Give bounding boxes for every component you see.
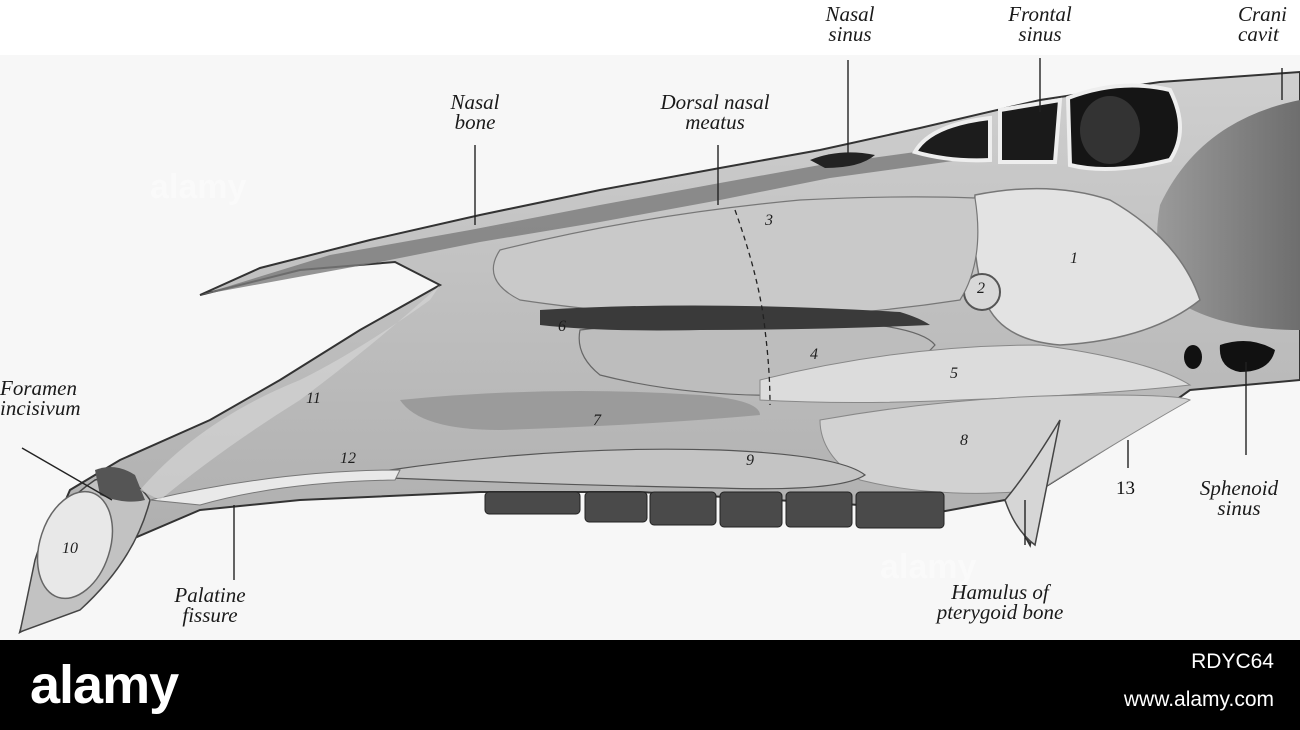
ref-number-5: 5: [950, 365, 958, 382]
image-id: RDYC64: [1191, 650, 1274, 673]
watermark-faint-2: alamy: [880, 548, 977, 586]
ref-number-11: 11: [306, 390, 321, 407]
ref-number-3: 3: [765, 212, 773, 229]
ref-number-13: 13: [1116, 478, 1135, 499]
leader-lines: [21, 58, 1283, 580]
alamy-logo: alamy: [30, 655, 179, 715]
skull-section-drawing: [18, 58, 1300, 634]
ref-number-6: 6: [558, 318, 566, 335]
ref-number-12: 12: [340, 450, 356, 467]
watermark-faint-1: alamy: [150, 168, 247, 206]
teeth-row: [484, 491, 945, 529]
ref-number-7: 7: [593, 412, 601, 429]
ref-number-1: 1: [1070, 250, 1078, 267]
ref-number-4: 4: [810, 346, 818, 363]
ref-number-9: 9: [746, 452, 754, 469]
ref-number-10: 10: [62, 540, 78, 557]
site-url: www.alamy.com: [1123, 688, 1274, 711]
ref-number-2: 2: [977, 280, 985, 297]
watermark-bar: alamy RDYC64 www.alamy.com: [0, 640, 1300, 730]
ref-number-8: 8: [960, 432, 968, 449]
